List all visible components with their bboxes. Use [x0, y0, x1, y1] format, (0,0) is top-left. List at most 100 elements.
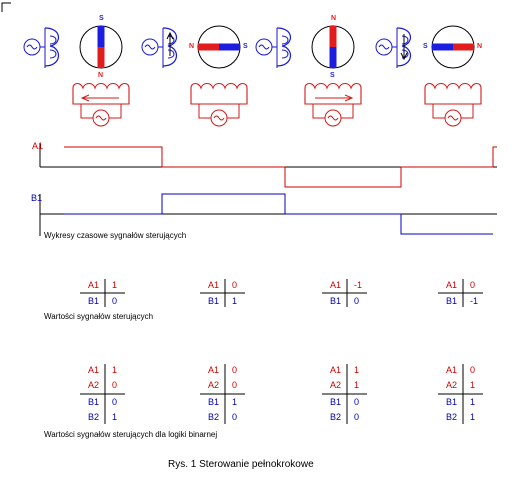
motor-step [375, 25, 482, 127]
table-row-value: 0 [232, 280, 238, 290]
coil-b-loops [281, 35, 289, 59]
table-row-value: 0 [354, 397, 360, 407]
table-row-value: 0 [470, 365, 476, 375]
rotor-magnet-left [198, 43, 219, 51]
timing-chart [39, 144, 497, 236]
coil-a-source-icon-wave [95, 115, 107, 121]
coil-b-source-icon-wave [144, 44, 156, 50]
table-row-value: 1 [470, 412, 476, 422]
coil-b-winding [44, 27, 59, 67]
coil-b-loops [49, 35, 57, 59]
down-arrow-icon [400, 34, 408, 61]
table-row-value: 0 [354, 412, 360, 422]
table-row-name: B2 [446, 412, 458, 422]
rotor-pole-left: S [423, 43, 428, 50]
table-row-name: A1 [88, 280, 100, 290]
table-row-name: B2 [208, 412, 220, 422]
table-row-value: 1 [232, 397, 238, 407]
coil-a-source-icon [92, 109, 110, 127]
table-row-value: -1 [470, 296, 479, 306]
coil-a-winding [304, 82, 362, 105]
rotor-magnet-bottom [329, 47, 337, 68]
signal-a-next-step [492, 146, 497, 167]
table-row-value: 0 [354, 296, 360, 306]
table-row-value: 0 [232, 365, 238, 375]
table-row-value: 1 [354, 380, 360, 390]
table-row-value: 1 [112, 280, 118, 290]
right-arrow-icon [315, 94, 354, 102]
motor-step [23, 25, 130, 127]
table-row-name: B1 [446, 296, 458, 306]
coil-a-source-icon [210, 109, 228, 127]
table-row-value: 1 [354, 365, 360, 375]
rotor-pole-left: N [189, 43, 195, 50]
motor-step [255, 25, 362, 127]
corner-mark [1, 2, 11, 12]
table-row-name: A2 [208, 380, 220, 390]
table-row-name: B1 [330, 296, 342, 306]
signal-b-label: B1 [31, 193, 43, 203]
rotor-magnet-bottom [97, 47, 105, 68]
table-row-value: -1 [354, 280, 363, 290]
rotor-magnet-right [219, 43, 240, 51]
signal-a-waveform [64, 146, 493, 188]
rotor-pole-bottom: S [330, 72, 335, 79]
table-row-value: 0 [232, 412, 238, 422]
values-caption: Wartości sygnałów sterujących [44, 312, 154, 321]
rotor-magnet-top [97, 26, 105, 47]
table-row-name: A1 [330, 280, 342, 290]
left-arrow-icon [80, 94, 119, 102]
table-row-value: 1 [470, 380, 476, 390]
value-tables [80, 279, 483, 424]
table-row-name: B1 [208, 397, 220, 407]
table-row-value: 1 [470, 397, 476, 407]
timing-caption: Wykresy czasowe sygnałów sterujących [44, 231, 187, 240]
coil-a-source-icon-wave [213, 115, 225, 121]
table-row-name: B1 [446, 397, 458, 407]
table-row-value: 1 [112, 412, 118, 422]
table-row-value: 0 [112, 380, 118, 390]
rotor-magnet-left [432, 43, 453, 51]
table-row-value: 0 [470, 280, 476, 290]
coil-b-winding [276, 27, 291, 67]
coil-a-winding [72, 82, 130, 105]
table-row-name: A1 [208, 365, 220, 375]
coil-a-winding [424, 82, 482, 105]
table-row-name: A2 [446, 380, 458, 390]
rotor-pole-top: N [331, 15, 337, 22]
rotor-magnet-top [329, 26, 337, 47]
coil-b-winding [396, 27, 411, 67]
coil-a-wire [312, 104, 354, 119]
table-row-name: B1 [330, 397, 342, 407]
table-row-value: 1 [112, 365, 118, 375]
table-row-value: 0 [232, 380, 238, 390]
rotor-pole-top: S [99, 15, 104, 22]
table-row-name: B2 [330, 412, 342, 422]
table-row-name: A1 [446, 280, 458, 290]
table-row-name: A1 [446, 365, 458, 375]
table-row-name: A1 [208, 280, 220, 290]
figure-caption: Rys. 1 Sterowanie pełnokrokowe [168, 459, 314, 470]
motor-steps [23, 25, 482, 127]
up-arrow-icon [166, 31, 174, 56]
signal-a-label: A1 [32, 141, 44, 151]
coil-a-winding [190, 82, 248, 105]
coil-a-wire [80, 104, 122, 119]
table-row-name: A2 [330, 380, 342, 390]
table-row-name: B2 [88, 412, 100, 422]
coil-b-source-icon-wave [258, 44, 270, 50]
table-row-value: 0 [112, 296, 118, 306]
coil-a-source-icon-wave [447, 115, 459, 121]
table-row-name: B1 [88, 296, 100, 306]
coil-b-winding [162, 27, 177, 67]
rotor-pole-right: N [477, 43, 483, 50]
coil-b-wire [40, 28, 46, 68]
coil-b-source-icon-wave [26, 44, 38, 50]
signal-b-waveform [64, 193, 493, 235]
coil-a-source-icon [324, 109, 342, 127]
table-row-name: B1 [208, 296, 220, 306]
binary-caption: Wartości sygnałów sterujących dla logiki… [44, 430, 218, 439]
coil-b-source-icon-wave [378, 44, 390, 50]
